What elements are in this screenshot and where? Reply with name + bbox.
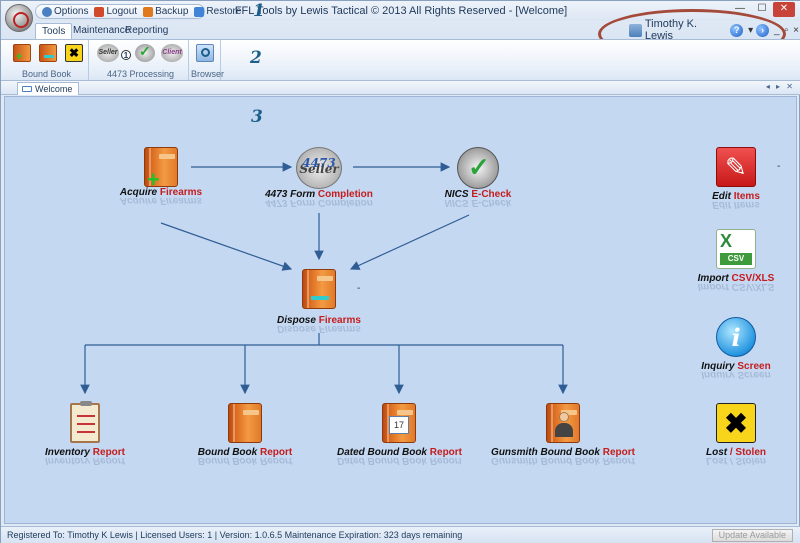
logout-button[interactable]: Logout [94, 6, 137, 17]
lost-stolen-node[interactable]: ✖ Lost / Stolen Lost / Stolen [691, 403, 781, 465]
person-icon [555, 412, 573, 438]
nics-icon [457, 147, 499, 189]
dispose-marker: - [357, 283, 361, 294]
dispose-reflection: Dispose Firearms [277, 326, 361, 333]
edit-items-reflection: Edit Items [712, 202, 760, 209]
annotation-marker-2: 2 [250, 48, 262, 68]
gunsmith-label: Gunsmith Bound Book Report [491, 447, 635, 458]
edit-marker: - [777, 161, 781, 172]
dated-label: Dated Bound Book Report [337, 447, 463, 458]
form-4473-label: 4473 Form Completion [265, 189, 373, 200]
dispose-book-icon [302, 269, 336, 309]
clipboard-icon [70, 401, 100, 443]
dated-book-icon: 17 [382, 403, 416, 443]
count-badge: 1 [121, 50, 131, 60]
restore-icon [194, 6, 205, 17]
inventory-reflection: Inventory Report [44, 458, 126, 465]
mdi-close-button[interactable]: × [793, 24, 799, 36]
status-bar: Registered To: Timothy K Lewis | License… [1, 526, 800, 543]
import-label: Import CSV/XLS [697, 273, 775, 284]
network-icon [22, 86, 32, 92]
acquire-book-icon: + [144, 147, 178, 191]
quick-access-toolbar: Options Logout Backup Restore [35, 4, 241, 19]
group-label-4473: 4473 Processing [106, 69, 175, 79]
seller-icon[interactable]: Seller [97, 44, 119, 62]
acquire-reflection: Acquire Firearms [119, 198, 203, 205]
dispose-firearms-node[interactable]: Dispose Firearms Dispose Firearms [271, 269, 367, 333]
tab-reporting[interactable]: Reporting [125, 25, 169, 36]
bound-book-icon [228, 403, 262, 443]
bound-book-report-node[interactable]: Bound Book Report Bound Book Report [195, 403, 295, 465]
dispose-book-icon[interactable] [39, 44, 57, 62]
restore-button[interactable]: Restore [194, 6, 241, 17]
lost-reflection: Lost / Stolen [705, 458, 766, 465]
minimize-button[interactable]: — [735, 3, 745, 14]
tab-welcome[interactable]: Welcome [17, 82, 80, 95]
annotation-marker-1: 1 [253, 1, 265, 21]
update-available-button[interactable]: Update Available [711, 529, 793, 542]
nics-echeck-node[interactable]: NICS E-Check NICS E-Check [433, 147, 523, 207]
options-button[interactable]: Options [42, 6, 88, 17]
dispose-label: Dispose Firearms [277, 315, 361, 326]
gunsmith-bound-book-node[interactable]: Gunsmith Bound Book Report Gunsmith Boun… [491, 403, 635, 465]
ribbon-group-browser: Browser [191, 40, 225, 80]
backup-button[interactable]: Backup [143, 6, 188, 17]
lost-stolen-icon[interactable]: ✖ [65, 44, 83, 62]
group-label-bound-book: Bound Book [21, 69, 72, 79]
inventory-label: Inventory Report [44, 447, 126, 458]
inventory-report-node[interactable]: Inventory Report Inventory Report [39, 401, 131, 465]
mdi-restore-button[interactable]: ▫ [784, 24, 789, 36]
logout-icon [94, 6, 105, 17]
group-label-browser: Browser [191, 69, 225, 79]
edit-items-label: Edit Items [712, 191, 760, 202]
browser-icon[interactable] [196, 44, 214, 62]
window-title: FFL Tools by Lewis Tactical © 2013 All R… [234, 5, 568, 17]
info-icon: i [716, 317, 756, 357]
document-tab-bar: Welcome ◂ ▸ ✕ [1, 81, 800, 95]
ribbon-group-bound-book: + ✖ Bound Book [5, 40, 89, 80]
document-nav-buttons[interactable]: ◂ ▸ ✕ [765, 82, 795, 91]
import-reflection: Import CSV/XLS [697, 284, 775, 291]
gunsmith-book-icon [546, 403, 580, 443]
edit-items-node[interactable]: Edit Items Edit Items [691, 147, 781, 209]
ribbon-group-4473: Seller 1 ✓ Client 4473 Processing [93, 40, 189, 80]
maximize-button[interactable]: ☐ [757, 3, 767, 14]
client-icon[interactable]: Client [161, 44, 183, 62]
nics-reflection: NICS E-Check [444, 200, 512, 207]
dated-bound-book-node[interactable]: 17 Dated Bound Book Report Dated Bound B… [337, 403, 463, 465]
dated-reflection: Dated Bound Book Report [337, 458, 461, 465]
application-menu-button[interactable] [5, 4, 33, 32]
inquiry-label: Inquiry Screen [701, 361, 771, 372]
acquire-firearms-node[interactable]: + Acquire Firearms Acquire Firearms [111, 147, 211, 205]
annotation-marker-3: 3 [251, 107, 263, 127]
acquire-label: Acquire Firearms [119, 187, 203, 198]
backup-icon [143, 6, 154, 17]
lost-stolen-icon: ✖ [716, 403, 756, 443]
form-4473-reflection: 4473 Form Completion [265, 200, 373, 207]
ribbon-panel: + ✖ Bound Book Seller 1 ✓ Client 4473 Pr… [1, 39, 800, 81]
inquiry-screen-node[interactable]: i Inquiry Screen Inquiry Screen [691, 317, 781, 379]
tab-maintenance[interactable]: Maintenance [73, 25, 131, 36]
title-bar: Options Logout Backup Restore FFL Tools … [1, 1, 800, 21]
edit-items-icon [716, 147, 756, 187]
bound-book-reflection: Bound Book Report [197, 458, 293, 465]
nics-check-icon[interactable]: ✓ [135, 43, 155, 62]
acquire-book-icon[interactable]: + [13, 44, 31, 63]
calendar-icon: 17 [389, 416, 409, 434]
gunsmith-reflection: Gunsmith Bound Book Report [491, 458, 635, 465]
lost-label: Lost / Stolen [705, 447, 766, 458]
tab-tools[interactable]: Tools [35, 23, 73, 40]
close-button[interactable]: ✕ [773, 2, 795, 17]
status-text: Registered To: Timothy K Lewis | License… [7, 530, 463, 540]
nics-label: NICS E-Check [444, 189, 512, 200]
inquiry-reflection: Inquiry Screen [701, 372, 771, 379]
bound-book-label: Bound Book Report [197, 447, 293, 458]
options-icon [42, 6, 52, 17]
